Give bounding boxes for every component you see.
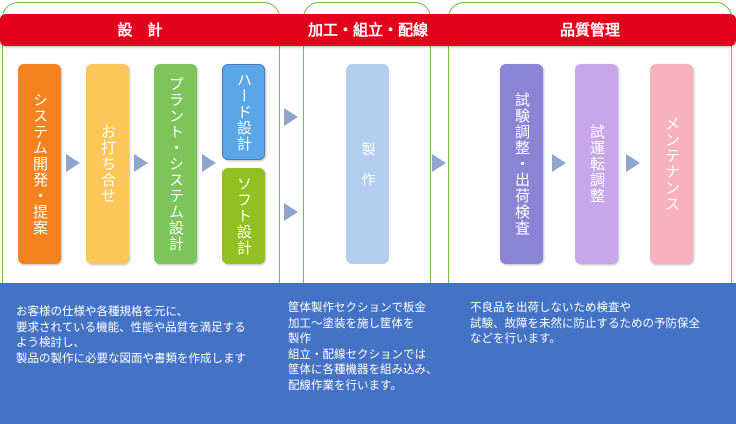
design-phase-title: 設 計 — [117, 21, 163, 39]
fabrication-label: 製 作 — [359, 141, 376, 187]
arrow-right-icon — [284, 203, 298, 221]
fabrication-step: 製 作 — [346, 64, 389, 264]
description-panel — [0, 283, 736, 424]
arrow-right-icon — [134, 154, 148, 172]
hardware-design-step: ハード設計 — [222, 64, 265, 160]
inspection-step: 試験調整・出荷検査 — [500, 64, 543, 264]
maintenance-label: メンテナンス — [663, 116, 681, 212]
arrow-right-icon — [552, 154, 566, 172]
meeting-step: お打ち合せ — [86, 64, 129, 264]
quality-description: 不良品を出荷しないため検査や 試験、故障を未然に防止するための予防保全 などを行… — [470, 300, 700, 345]
arrow-right-icon — [626, 154, 640, 172]
arrow-right-icon — [432, 154, 446, 172]
plant-system-design-label: プラント・システム設計 — [167, 76, 185, 252]
maintenance-step: メンテナンス — [650, 64, 693, 264]
trial-run-label: 試運転調整 — [588, 124, 606, 204]
hardware-design-label: ハード設計 — [235, 72, 253, 152]
design-description: お客様の仕様や各種規格を元に、 要求されている機能、性能や品質を満足する よう検… — [16, 304, 246, 365]
meeting-label: お打ち合せ — [99, 124, 117, 204]
system-development-step: システム開発・提案 — [18, 64, 61, 264]
inspection-label: 試験調整・出荷検査 — [513, 92, 531, 236]
system-development-label: システム開発・提案 — [31, 92, 49, 236]
software-design-step: ソフト設計 — [222, 168, 265, 264]
software-design-label: ソフト設計 — [235, 176, 253, 256]
arrow-right-icon — [202, 154, 216, 172]
arrow-right-icon — [284, 108, 298, 126]
fabrication-description: 筐体製作セクションで板金 加工～塗装を施し筐体を 製作 組立・配線セクションでは… — [288, 300, 438, 392]
quality-phase-title: 品質管理 — [559, 21, 620, 39]
trial-run-step: 試運転調整 — [575, 64, 618, 264]
arrow-right-icon — [66, 154, 80, 172]
phase-header-bar — [0, 14, 736, 46]
plant-system-design-step: プラント・システム設計 — [154, 64, 197, 264]
fabrication-phase-title: 加工・組立・配線 — [307, 21, 428, 39]
